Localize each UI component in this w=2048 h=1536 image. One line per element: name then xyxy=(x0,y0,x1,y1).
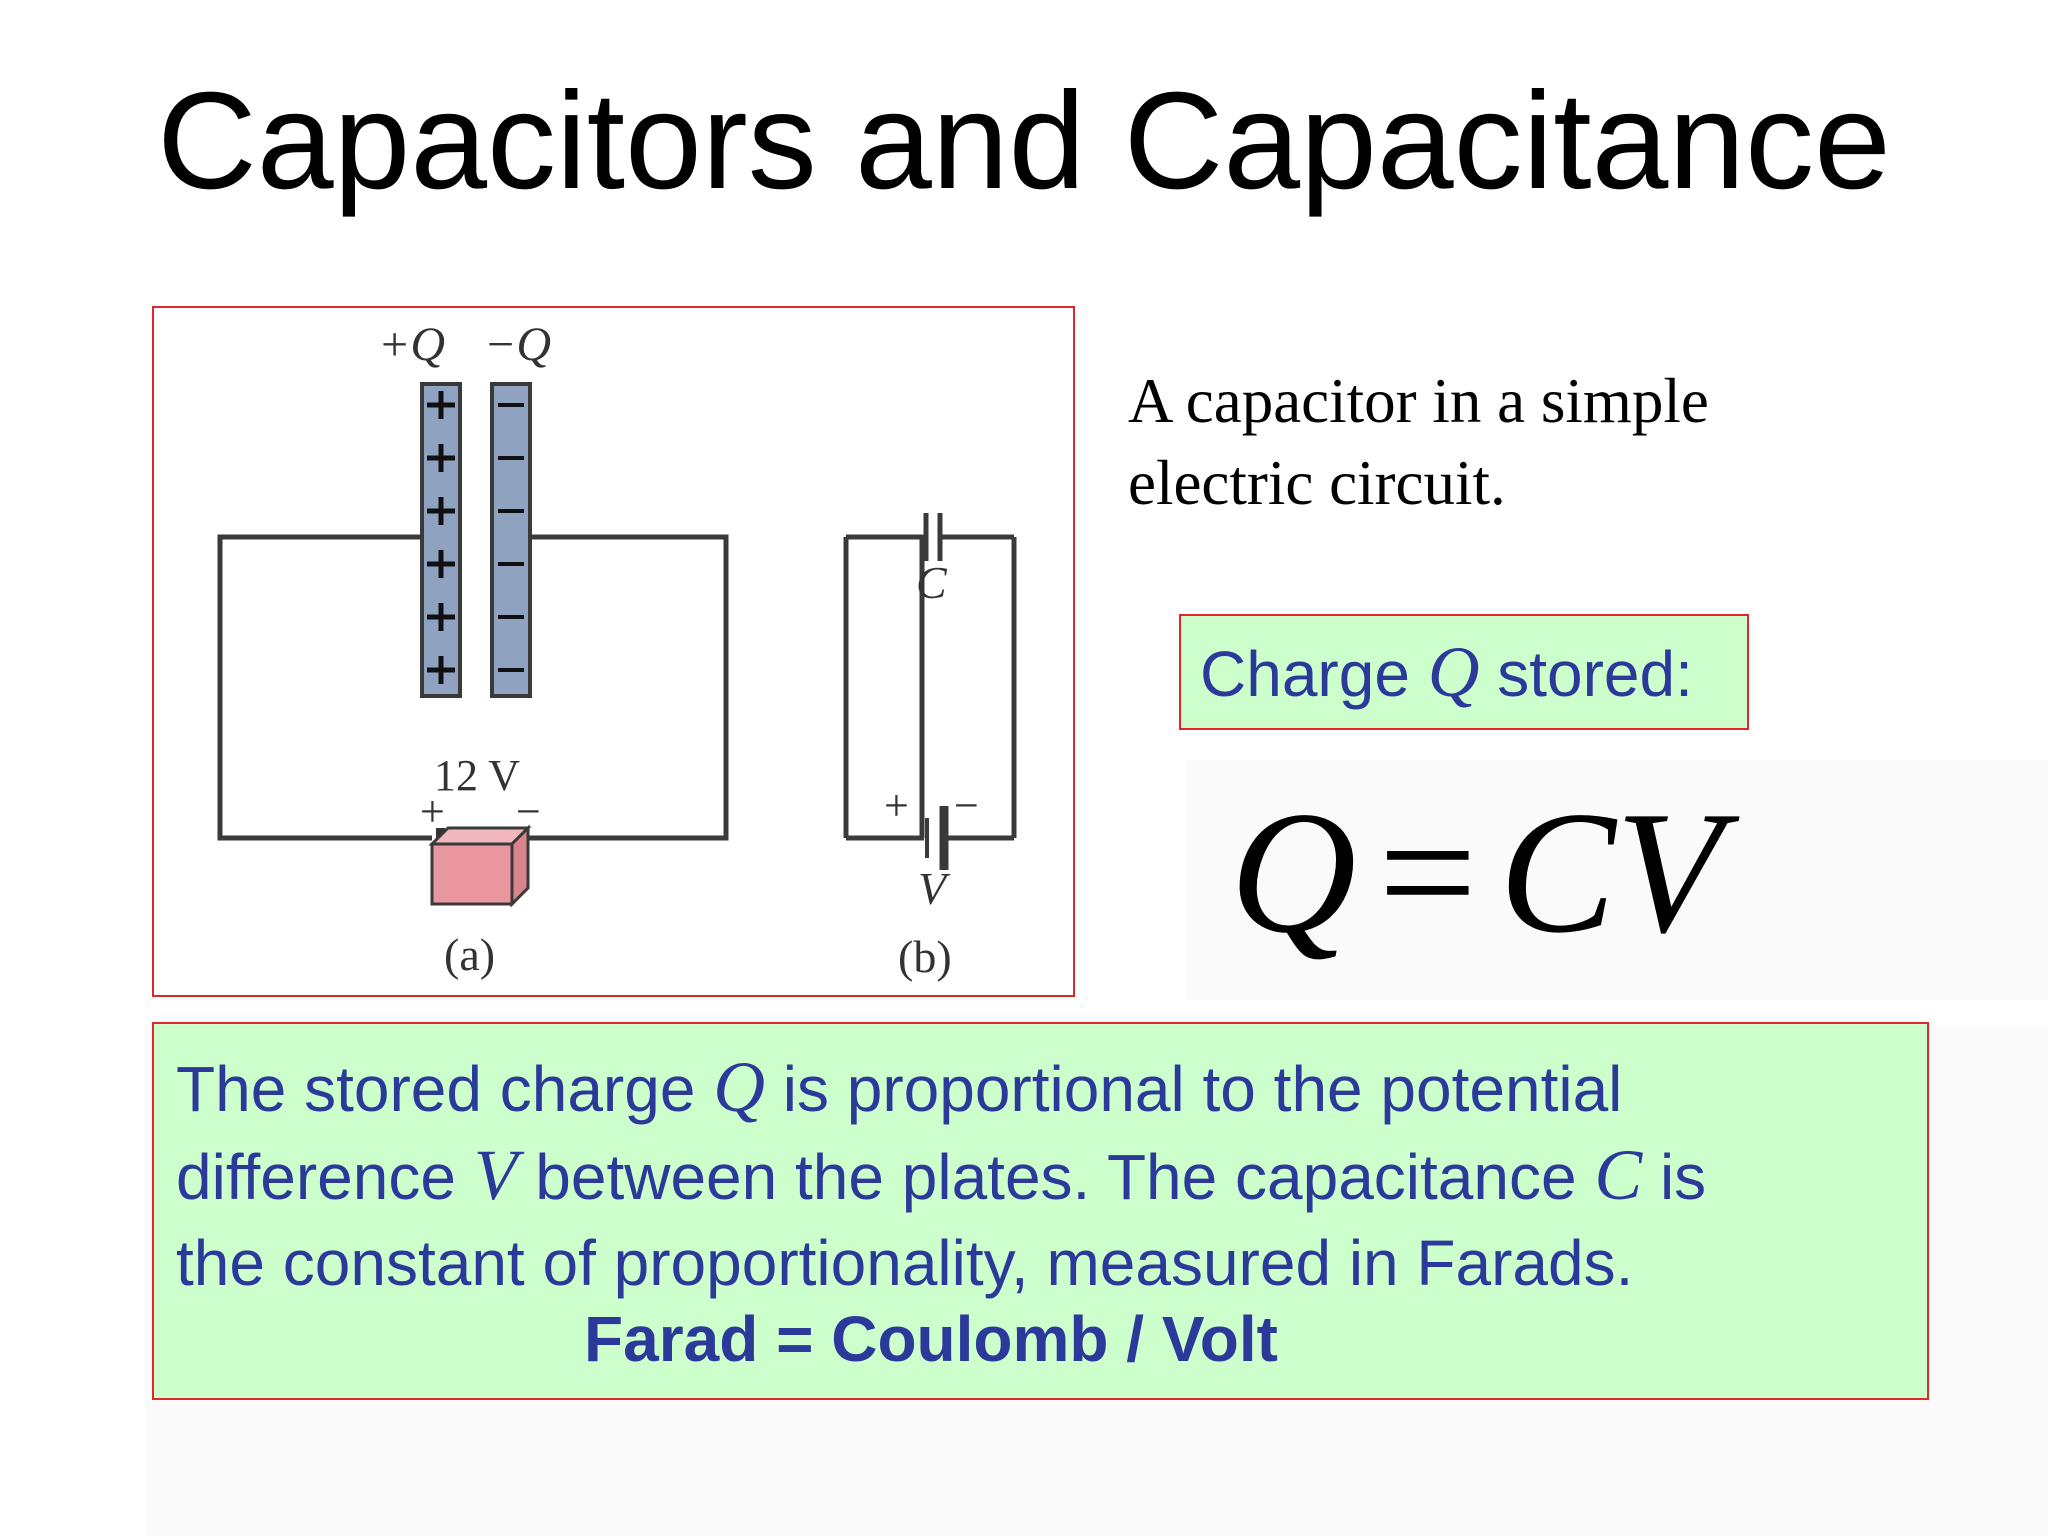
capacitance-statement-box: The stored charge Q is proportional to t… xyxy=(152,1022,1929,1400)
slide-title: Capacitors and Capacitance xyxy=(157,64,1891,218)
formula-lhs: Q xyxy=(1230,775,1357,969)
charge-box-variable: Q xyxy=(1427,632,1480,712)
positive-plate xyxy=(420,382,462,698)
caption-line-2: electric circuit. xyxy=(1128,448,1506,518)
battery-plus-sign: + xyxy=(420,787,445,836)
schematic-plus-sign: + xyxy=(884,781,909,830)
figure-caption: A capacitor in a simple electric circuit… xyxy=(1128,360,1828,524)
battery-symbol xyxy=(925,806,949,870)
formula-background xyxy=(1185,760,2048,1000)
capacitor-symbol-label: C xyxy=(916,557,948,608)
statement-line-2: difference V between the plates. The cap… xyxy=(176,1132,1927,1220)
battery-symbol-label: V xyxy=(918,863,951,914)
capacitor-symbol xyxy=(923,513,943,561)
circuit-a-wires xyxy=(217,534,729,841)
battery xyxy=(428,824,532,908)
formula-rhs: CV xyxy=(1499,775,1723,969)
label-a: (a) xyxy=(444,929,495,980)
circuit-figure: +Q −Q 12 V + − (a) xyxy=(152,306,1075,997)
plus-q-label: +Q xyxy=(378,318,445,371)
negative-plate xyxy=(490,382,532,698)
capacitance-formula: Q=CV xyxy=(1230,785,1723,960)
minus-q-label: −Q xyxy=(484,318,551,371)
circuit-b-schematic xyxy=(843,534,1017,841)
circuit-diagram: +Q −Q 12 V + − (a) xyxy=(217,318,1017,982)
formula-equals: = xyxy=(1378,775,1478,969)
battery-minus-sign: − xyxy=(516,787,541,836)
statement-variable-c: C xyxy=(1594,1135,1643,1215)
schematic-minus-sign: − xyxy=(954,781,979,830)
battery-voltage-label: 12 V xyxy=(434,751,520,800)
farad-definition: Farad = Coulomb / Volt xyxy=(584,1303,1278,1375)
statement-text: difference xyxy=(176,1141,474,1213)
statement-line-1: The stored charge Q is proportional to t… xyxy=(176,1044,1927,1132)
statement-text: is proportional to the potential xyxy=(764,1053,1623,1125)
charge-box-text-before: Charge xyxy=(1200,638,1428,710)
statement-variable-q: Q xyxy=(713,1047,765,1127)
charge-box-text-after: stored: xyxy=(1479,638,1693,710)
caption-line-1: A capacitor in a simple xyxy=(1128,366,1709,436)
statement-text: between the plates. The capacitance xyxy=(517,1141,1595,1213)
statement-line-3: the constant of proportionality, measure… xyxy=(176,1227,1634,1299)
statement-variable-v: V xyxy=(473,1135,518,1215)
label-b: (b) xyxy=(898,931,952,982)
statement-text: is xyxy=(1642,1141,1707,1213)
charge-stored-box: Charge Q stored: xyxy=(1179,614,1749,730)
statement-text: The stored charge xyxy=(176,1053,714,1125)
